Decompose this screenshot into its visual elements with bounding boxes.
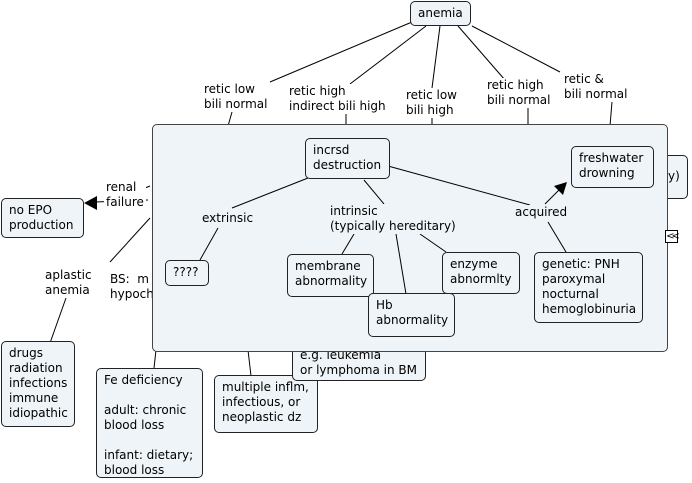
- node-genetic-pnh[interactable]: genetic: PNH paroxymal nocturnal hemoglo…: [534, 252, 643, 323]
- label-renal-failure: renal failure: [104, 180, 146, 210]
- node-incrsd-destruction[interactable]: incrsd destruction: [305, 138, 390, 179]
- node-hb-abnormality[interactable]: Hb abnormality: [368, 293, 455, 337]
- branch-retic-low-bili-high: retic low bili high: [404, 88, 459, 118]
- node-no-epo-production[interactable]: no EPO production: [1, 198, 84, 238]
- node-unknown[interactable]: ????: [165, 260, 209, 286]
- label-intrinsic: intrinsic (typically hereditary): [328, 204, 458, 234]
- double-chevron-left-icon[interactable]: <<: [665, 230, 680, 243]
- branch-retic-high-bili-normal: retic high bili normal: [485, 78, 553, 108]
- node-freshwater-drowning[interactable]: freshwater drowning: [571, 146, 654, 188]
- branch-retic-high-indirect-bili-high: retic high indirect bili high: [287, 84, 388, 114]
- node-membrane-abnormality[interactable]: membrane abnormality: [287, 254, 374, 297]
- label-acquired: acquired: [513, 205, 570, 220]
- node-fe-deficiency[interactable]: Fe deficiency adult: chronic blood loss …: [96, 368, 203, 478]
- node-aplastic-causes[interactable]: drugs radiation infections immune idiopa…: [1, 341, 75, 427]
- node-enzyme-abnormality[interactable]: enzyme abnormlty: [442, 252, 520, 294]
- label-extrinsic: extrinsic: [200, 211, 256, 226]
- branch-retic-and-bili-normal: retic & bili normal: [562, 72, 630, 102]
- node-anemia[interactable]: anemia: [410, 1, 471, 26]
- label-bs-partial: BS: m hypoch: [108, 272, 156, 302]
- node-multiple-inflm[interactable]: multiple inflm, infectious, or neoplasti…: [214, 375, 318, 433]
- branch-retic-low-bili-normal: retic low bili normal: [202, 82, 270, 112]
- node-aplastic-anemia[interactable]: aplastic anemia: [43, 268, 94, 298]
